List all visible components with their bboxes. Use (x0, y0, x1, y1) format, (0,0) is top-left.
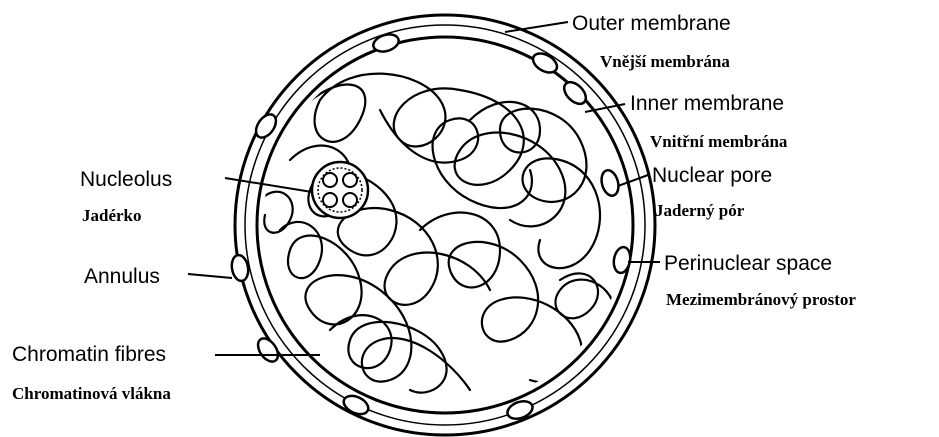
label-perinuclear-space-cz: Mezimembránový prostor (666, 290, 856, 309)
label-nuclear-pore-cz: Jaderný pór (655, 201, 745, 220)
outer-membrane (235, 15, 655, 435)
label-nucleolus: Nucleolus (80, 168, 172, 191)
label-perinuclear-space: Perinuclear space (664, 252, 832, 275)
label-inner-membrane: Inner membrane (630, 92, 784, 115)
nucleolus (312, 162, 368, 218)
label-nucleolus-cz: Jadérko (82, 206, 142, 225)
label-nuclear-pore: Nuclear pore (652, 164, 772, 187)
leader-annulus (188, 274, 232, 278)
label-annulus: Annulus (84, 265, 160, 288)
label-inner-membrane-cz: Vnitřní membrána (650, 132, 788, 151)
label-chromatin-fibres: Chromatin fibres (12, 343, 166, 366)
label-outer-membrane: Outer membrane (572, 12, 731, 35)
label-chromatin-fibres-cz: Chromatinová vlákna (12, 384, 171, 403)
label-outer-membrane-cz: Vnější membrána (600, 52, 730, 71)
nucleus (235, 15, 655, 435)
